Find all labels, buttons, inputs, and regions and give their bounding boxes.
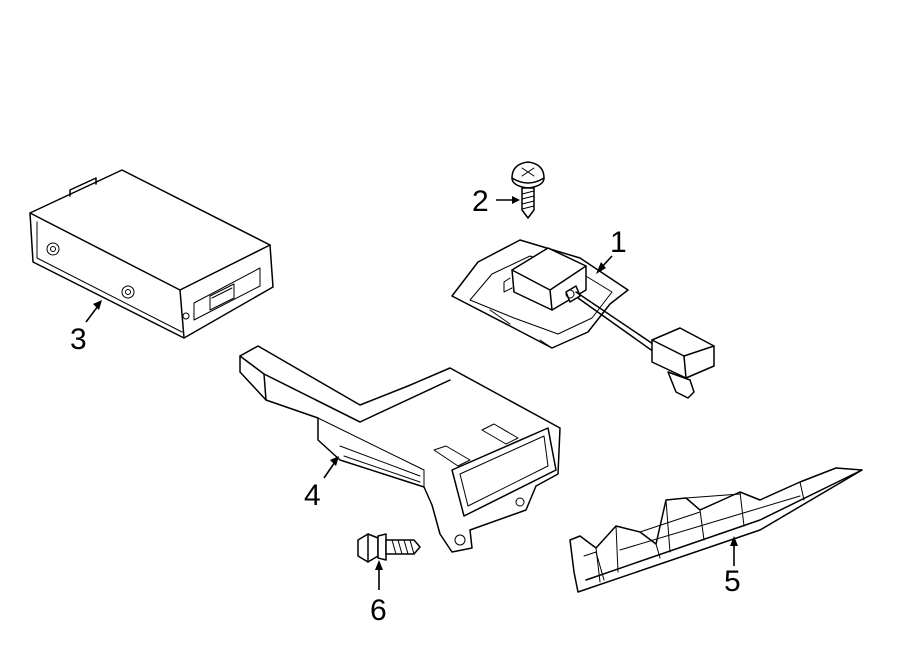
callout-2: 2 — [472, 185, 489, 218]
part-4-bracket — [239, 345, 561, 553]
callout-1: 1 — [610, 226, 627, 259]
callout-4: 4 — [304, 479, 321, 512]
leader-4-arrowhead — [330, 456, 339, 466]
part-6-bolt — [357, 533, 421, 563]
part-2-screw — [511, 161, 545, 219]
callout-numbers: 1 2 3 4 5 6 — [70, 185, 741, 627]
part-1-sensor — [451, 239, 715, 399]
callout-6: 6 — [370, 594, 387, 627]
leader-6-arrowhead — [375, 560, 383, 570]
part-5-trim-panel — [569, 467, 863, 593]
leader-3-arrowhead — [93, 300, 102, 310]
callout-5: 5 — [724, 565, 741, 598]
leader-2-arrowhead — [512, 196, 520, 204]
leader-1-arrowhead — [596, 262, 606, 274]
part-3-control-module — [29, 169, 274, 339]
leader-3 — [85, 305, 99, 323]
callout-3: 3 — [70, 323, 87, 356]
leader-4 — [323, 461, 336, 479]
leader-5-arrowhead — [730, 536, 738, 546]
callout-leaders — [85, 196, 738, 590]
